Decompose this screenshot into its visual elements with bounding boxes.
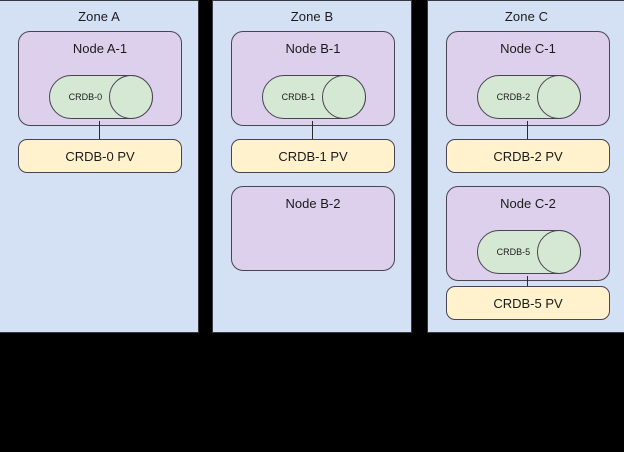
zone-c-container[interactable]: Zone C Node C-1 CRDB-2 CRDB-2 PV Node C-…: [427, 0, 624, 333]
volume-crdb-1-pv[interactable]: CRDB-1 PV: [231, 139, 395, 173]
volume-crdb-0-pv[interactable]: CRDB-0 PV: [18, 139, 182, 173]
volume-crdb-2-pv-label: CRDB-2 PV: [493, 148, 563, 164]
database-crdb-0[interactable]: CRDB-0: [49, 75, 153, 119]
zone-a-title: Zone A: [78, 9, 120, 24]
node-c-1[interactable]: Node C-1 CRDB-2: [446, 31, 610, 126]
node-b-1[interactable]: Node B-1 CRDB-1: [231, 31, 395, 126]
node-b-2[interactable]: Node B-2: [231, 186, 395, 271]
connector-node-a-1-to-crdb-0-pv: [99, 121, 100, 141]
volume-crdb-1-pv-label: CRDB-1 PV: [278, 148, 348, 164]
node-c-2-title: Node C-2: [500, 196, 556, 211]
node-c-2[interactable]: Node C-2 CRDB-5: [446, 186, 610, 281]
database-crdb-5[interactable]: CRDB-5: [477, 230, 581, 274]
zone-c-title: Zone C: [504, 9, 549, 24]
node-a-1-title: Node A-1: [72, 41, 128, 56]
volume-crdb-5-pv-label: CRDB-5 PV: [493, 295, 563, 311]
node-b-2-title: Node B-2: [285, 196, 341, 211]
connector-node-b-1-to-crdb-1-pv: [312, 121, 313, 141]
zone-b-title: Zone B: [290, 9, 334, 24]
node-a-1[interactable]: Node A-1 CRDB-0: [18, 31, 182, 126]
connector-node-c-1-to-crdb-2-pv: [527, 121, 528, 141]
volume-crdb-5-pv[interactable]: CRDB-5 PV: [446, 286, 610, 320]
volume-crdb-0-pv-label: CRDB-0 PV: [65, 148, 135, 164]
node-c-1-title: Node C-1: [500, 41, 556, 56]
database-crdb-2[interactable]: CRDB-2: [477, 75, 581, 119]
volume-crdb-2-pv[interactable]: CRDB-2 PV: [446, 139, 610, 173]
zone-a-container[interactable]: Zone A Node A-1 CRDB-0 CRDB-0 PV: [0, 0, 199, 333]
node-b-1-title: Node B-1: [285, 41, 341, 56]
database-crdb-1[interactable]: CRDB-1: [262, 75, 366, 119]
zone-b-container[interactable]: Zone B Node B-1 CRDB-1 CRDB-1 PV Node B-…: [212, 0, 412, 333]
